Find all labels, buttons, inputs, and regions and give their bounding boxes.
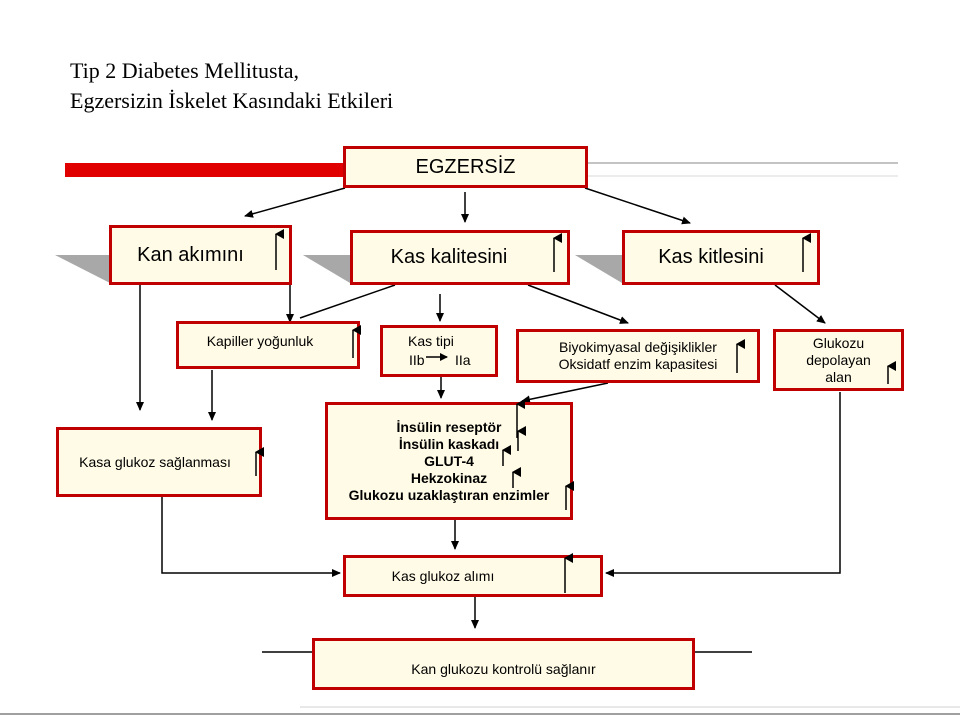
node-kas-tipi-to: IIa (455, 352, 471, 368)
node-glukozu-line-3: alan (825, 368, 852, 385)
shadow-wedge-1 (55, 255, 110, 283)
node-kas-tipi-title: Kas tipi (408, 333, 454, 349)
node-kan-glukozu-kontrolu: Kan glukozu kontrolü sağlanır (312, 638, 695, 690)
node-biyokimyasal: Biyokimyasal değişiklikler Oksidatf enzi… (516, 329, 760, 383)
insulin-line-5: Glukozu uzaklaştıran enzimler (348, 486, 550, 503)
arrow-egz-kan (244, 187, 346, 218)
node-glukozu-line-1: Glukozu (812, 334, 865, 351)
insulin-line-4: Hekzokinaz (410, 469, 488, 486)
arrow-egz-kitle (584, 187, 691, 225)
node-insulin-group: İnsülin reseptör İnsülin kaskadı GLUT-4 … (325, 402, 573, 520)
shadow-wedge-2 (303, 255, 350, 283)
node-kasa-glukoz: Kasa glukoz sağlanması (56, 427, 262, 497)
node-kasa-glukoz-label: Kasa glukoz sağlanması (79, 454, 231, 470)
node-biyokimyasal-line-1: Biyokimyasal değişiklikler (559, 339, 717, 355)
page-title-line-1: Tip 2 Diabetes Mellitusta, (70, 58, 299, 83)
insulin-line-1: İnsülin reseptör (396, 418, 502, 435)
node-glukozu-line-2: depolayan (806, 351, 871, 368)
node-kas-tipi: Kas tipi IIb IIa (380, 325, 498, 377)
shadow-wedge-3 (575, 255, 622, 283)
arrow-kasa-alim (161, 497, 341, 577)
page-title-line-2: Egzersizin İskelet Kasındaki Etkileri (70, 88, 394, 113)
node-kas-kitlesi-label: Kas kitlesini (658, 246, 764, 268)
red-band (65, 163, 345, 177)
insulin-line-3: GLUT-4 (424, 452, 474, 469)
insulin-line-2: İnsülin kaskadı (398, 435, 500, 452)
arrow-kitle-glukozu (774, 284, 826, 324)
node-kas-glukoz-alimi: Kas glukoz alımı (343, 555, 603, 597)
node-kan-akimi: Kan akımını (109, 225, 292, 285)
node-egzersiz: EGZERSİZ (343, 146, 588, 188)
node-kas-tipi-from: IIb (409, 352, 425, 368)
arrow-glukozu-alim (605, 392, 841, 577)
arrow-biyo-insulin (521, 382, 609, 404)
node-kan-akimi-label: Kan akımını (137, 243, 244, 266)
node-kas-glukoz-alimi-label: Kas glukoz alımı (391, 568, 495, 584)
arrow-kalite-biyo (527, 284, 629, 324)
node-kas-kitlesi: Kas kitlesini (622, 230, 820, 285)
node-kan-glukozu-kontrolu-label: Kan glukozu kontrolü sağlanır (411, 661, 596, 677)
node-kas-kalitesi: Kas kalitesini (350, 230, 570, 285)
node-kas-kalitesi-label: Kas kalitesini (390, 246, 508, 268)
node-glukozu-depolayan: Glukozu depolayan alan (773, 329, 904, 391)
arrow-kalite-kapiller (299, 284, 396, 319)
node-biyokimyasal-line-2: Oksidatf enzim kapasitesi (558, 356, 718, 372)
node-kapiller-label: Kapiller yoğunluk (206, 333, 314, 349)
node-egzersiz-label: EGZERSİZ (415, 155, 516, 178)
node-kapiller: Kapiller yoğunluk (176, 321, 360, 369)
